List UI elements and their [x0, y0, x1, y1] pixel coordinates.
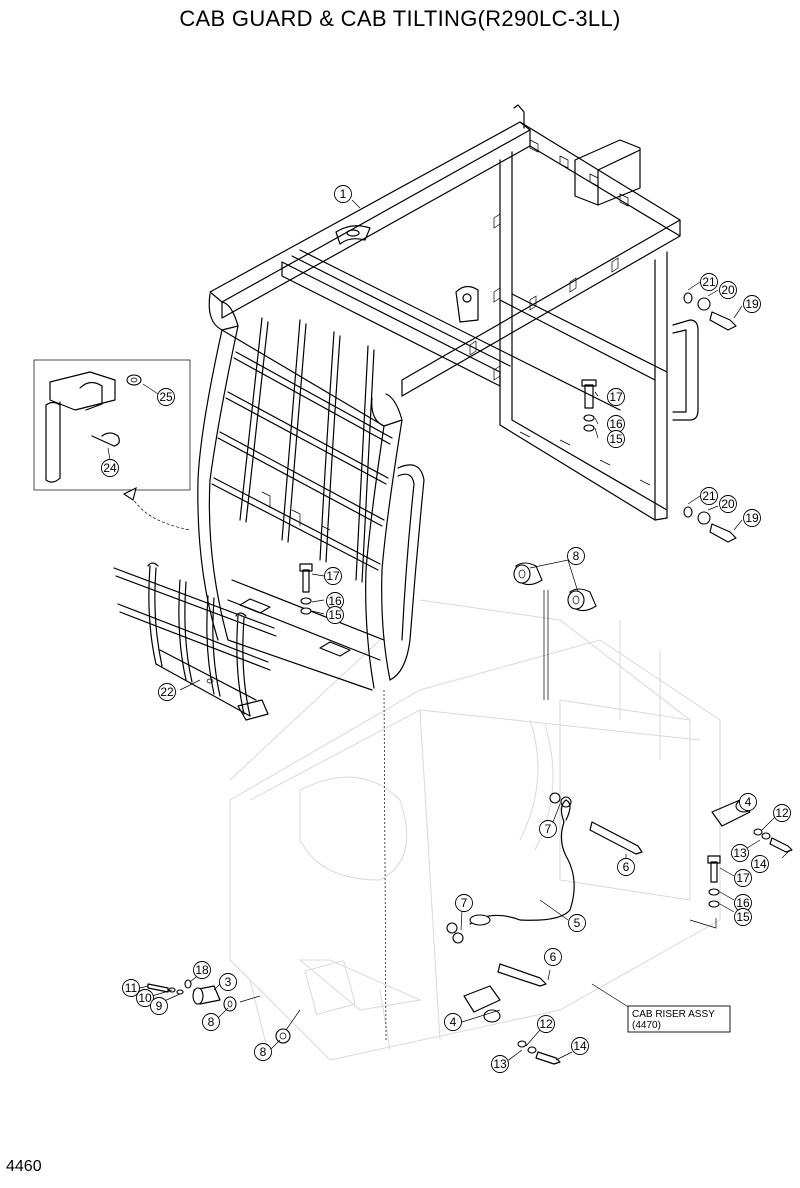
reference-box-line2: (4470)	[632, 1020, 661, 1031]
callout: 7	[455, 894, 473, 912]
callout: 15	[734, 908, 752, 926]
callout: 17	[324, 567, 342, 585]
svg-text:4: 4	[450, 1015, 457, 1029]
svg-text:24: 24	[103, 461, 117, 475]
page-title: CAB GUARD & CAB TILTING(R290LC-3LL)	[179, 6, 621, 31]
reference-box: CAB RISER ASSY (4470)	[627, 1005, 731, 1033]
svg-text:19: 19	[745, 297, 759, 311]
callout: 6	[544, 948, 562, 966]
callout: 13	[731, 844, 749, 862]
callout: 25	[157, 388, 175, 406]
svg-text:8: 8	[208, 1015, 215, 1029]
svg-text:9: 9	[156, 999, 163, 1013]
svg-text:17: 17	[326, 569, 340, 583]
callout: 10	[136, 989, 154, 1007]
callout: 4	[739, 793, 757, 811]
callout: 8	[254, 1043, 272, 1061]
callout: 7	[539, 820, 557, 838]
svg-text:3: 3	[225, 975, 232, 989]
callout: 20	[719, 495, 737, 513]
svg-text:21: 21	[702, 489, 716, 503]
callout: 22	[158, 683, 176, 701]
svg-text:14: 14	[753, 857, 767, 871]
callout: 21	[700, 273, 718, 291]
page-number: 4460	[6, 1158, 42, 1175]
callout: 20	[719, 281, 737, 299]
svg-text:5: 5	[574, 916, 581, 930]
callout: 19	[743, 509, 761, 527]
svg-text:12: 12	[775, 806, 789, 820]
svg-text:13: 13	[493, 1057, 507, 1071]
callout: 14	[751, 855, 769, 873]
callout: 17	[607, 388, 625, 406]
svg-text:14: 14	[573, 1039, 587, 1053]
svg-text:21: 21	[702, 275, 716, 289]
callout: 19	[743, 295, 761, 313]
svg-text:20: 20	[721, 497, 735, 511]
callout: 6	[617, 858, 635, 876]
svg-text:18: 18	[195, 963, 209, 977]
callout: 8	[202, 1013, 220, 1031]
svg-text:22: 22	[160, 685, 174, 699]
svg-text:7: 7	[545, 822, 552, 836]
callout: 16	[607, 415, 625, 433]
reference-box-line1: CAB RISER ASSY	[632, 1009, 715, 1020]
svg-text:17: 17	[736, 871, 750, 885]
svg-text:6: 6	[623, 860, 630, 874]
callout: 18	[193, 961, 211, 979]
callout: 12	[537, 1015, 555, 1033]
svg-text:8: 8	[260, 1045, 267, 1059]
callout: 13	[491, 1055, 509, 1073]
svg-text:19: 19	[745, 511, 759, 525]
callout: 5	[568, 914, 586, 932]
callout: 4	[444, 1013, 462, 1031]
cab-guard-frame	[209, 104, 699, 521]
svg-text:8: 8	[573, 549, 580, 563]
svg-text:4: 4	[745, 795, 752, 809]
callouts: 1 25 24 21 20 19 17 16 15 17 16 15 21 20…	[101, 185, 791, 1073]
callout: 15	[326, 606, 344, 624]
svg-text:15: 15	[609, 432, 623, 446]
svg-text:6: 6	[550, 950, 557, 964]
callout: 9	[150, 997, 168, 1015]
svg-text:10: 10	[138, 991, 152, 1005]
callout: 17	[734, 869, 752, 887]
svg-text:11: 11	[125, 981, 138, 995]
svg-text:1: 1	[340, 187, 347, 201]
callout: 24	[101, 459, 119, 477]
front-guard-grid	[197, 293, 425, 691]
svg-text:7: 7	[461, 896, 468, 910]
callout: 15	[607, 430, 625, 448]
callout: 3	[219, 973, 237, 991]
svg-text:15: 15	[736, 910, 750, 924]
callout: 21	[700, 487, 718, 505]
cab-riser-ghost	[229, 599, 721, 1061]
svg-text:16: 16	[328, 594, 342, 608]
callout: 12	[773, 804, 791, 822]
svg-text:13: 13	[733, 846, 747, 860]
svg-text:16: 16	[609, 417, 623, 431]
callout: 11	[122, 979, 140, 997]
svg-text:17: 17	[609, 390, 623, 404]
svg-text:12: 12	[539, 1017, 553, 1031]
svg-text:16: 16	[736, 896, 750, 910]
detail-inset	[33, 359, 191, 531]
svg-text:15: 15	[328, 608, 342, 622]
svg-text:25: 25	[159, 390, 173, 404]
leader-lines	[107, 199, 791, 1063]
lower-guard	[113, 562, 277, 721]
svg-text:20: 20	[721, 283, 735, 297]
callout: 14	[571, 1037, 589, 1055]
callout: 1	[334, 185, 352, 203]
callout: 8	[567, 547, 585, 565]
